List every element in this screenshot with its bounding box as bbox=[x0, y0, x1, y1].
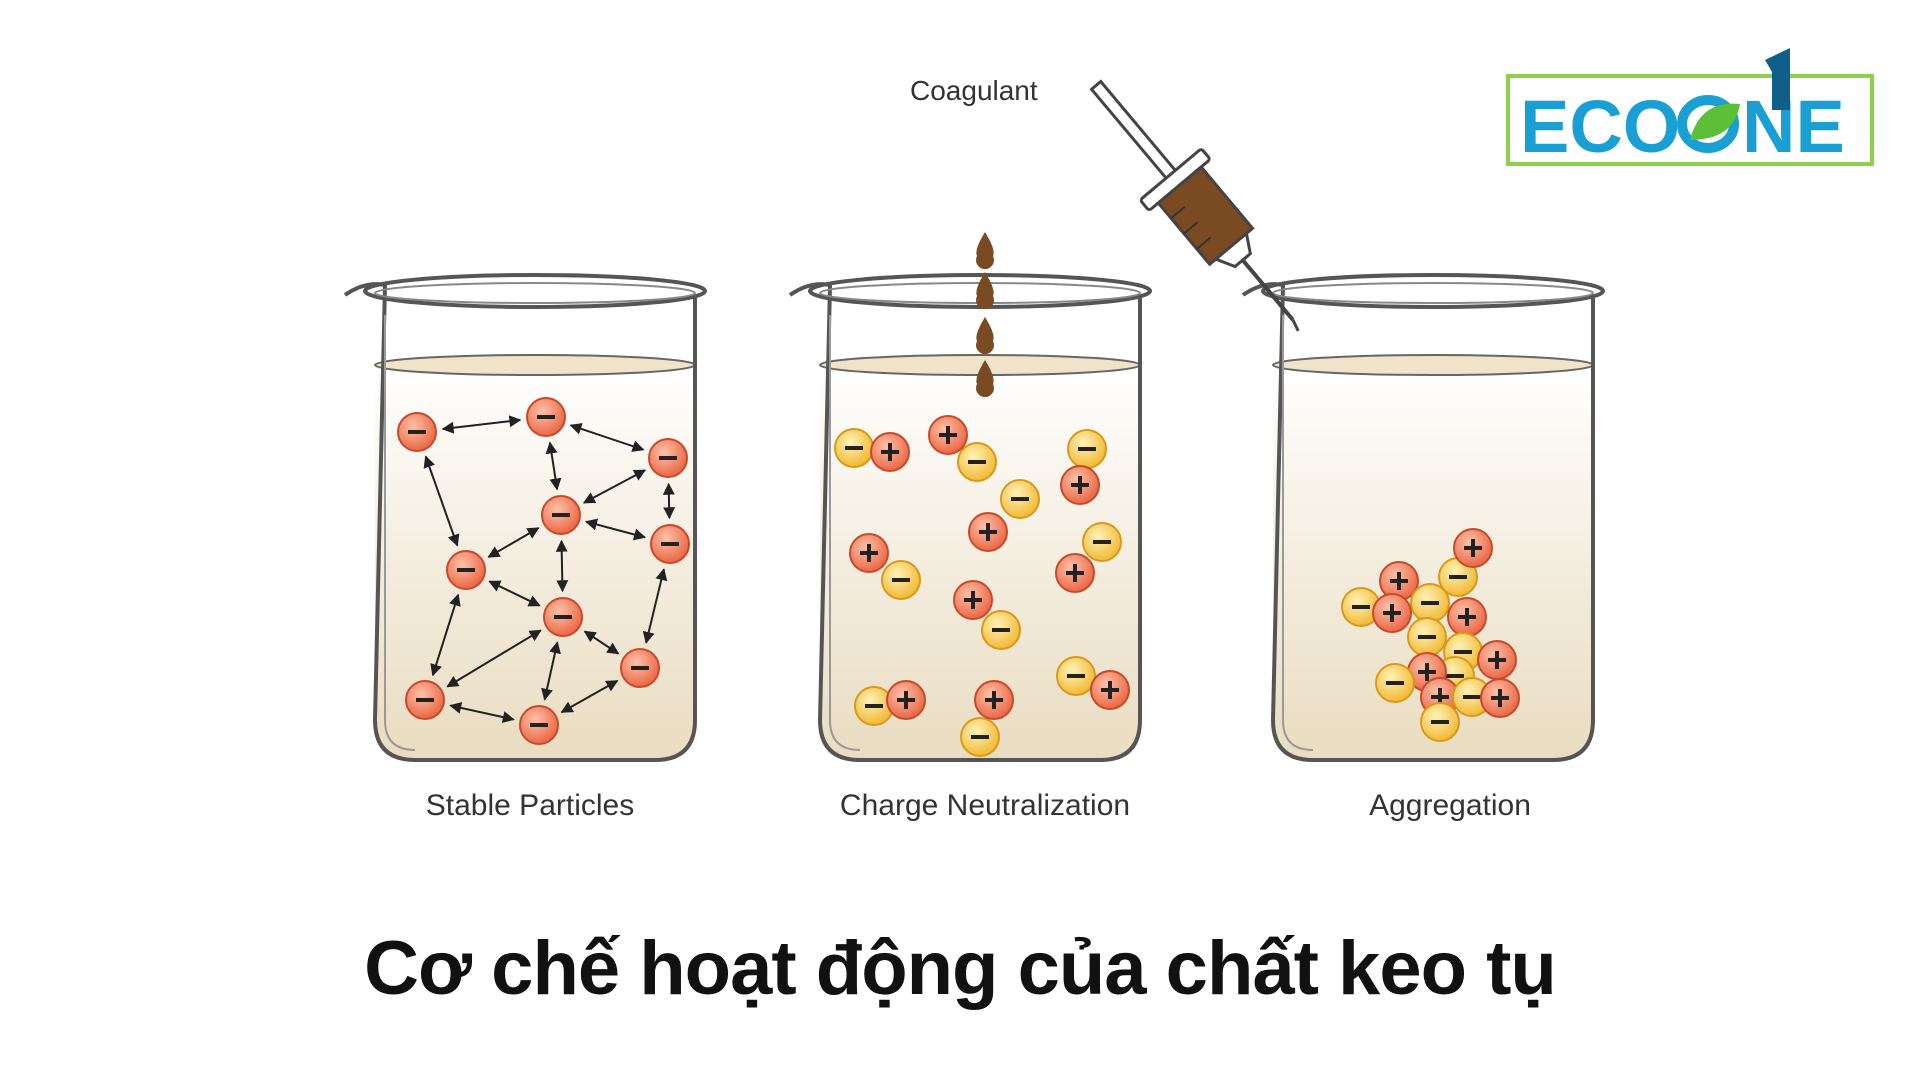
liquid-surface bbox=[374, 354, 696, 376]
coagulant-drops bbox=[976, 232, 994, 398]
logo-digit-one bbox=[1765, 48, 1790, 110]
particle-repulsion-arrows bbox=[423, 415, 676, 723]
positive-particle bbox=[928, 415, 968, 455]
repulsion-arrow bbox=[555, 539, 569, 593]
beaker-rim-inner bbox=[1272, 282, 1594, 304]
caption-aggregation: Aggregation bbox=[1369, 789, 1531, 822]
negative-particle bbox=[648, 438, 688, 478]
beaker-glass bbox=[343, 282, 697, 762]
coagulant-drop bbox=[976, 317, 994, 355]
negative-particle bbox=[1407, 617, 1447, 657]
positive-particle bbox=[974, 680, 1014, 720]
negative-particle bbox=[620, 648, 660, 688]
liquid-surface bbox=[1272, 354, 1594, 376]
beaker-rim-inner bbox=[374, 282, 696, 304]
positive-particle bbox=[870, 432, 910, 472]
negative-particle bbox=[1420, 702, 1460, 742]
repulsion-arrow bbox=[449, 702, 515, 723]
negative-particle bbox=[834, 428, 874, 468]
leaf-icon bbox=[1690, 103, 1740, 140]
positive-particle bbox=[1447, 597, 1487, 637]
negative-particle bbox=[526, 397, 566, 437]
repulsion-arrow bbox=[545, 441, 562, 491]
repulsion-arrow bbox=[446, 629, 542, 688]
repulsion-arrow bbox=[541, 641, 561, 701]
repulsion-arrow bbox=[441, 415, 522, 434]
negative-particle bbox=[519, 705, 559, 745]
ecoone-logo: ECO NE bbox=[1506, 48, 1874, 168]
repulsion-arrow bbox=[560, 679, 619, 714]
repulsion-arrow bbox=[488, 580, 541, 607]
coagulant-drop bbox=[976, 360, 994, 398]
negative-particle bbox=[957, 442, 997, 482]
repulsion-arrow bbox=[430, 593, 461, 677]
positive-particle bbox=[849, 533, 889, 573]
coagulant-label: Coagulant bbox=[910, 75, 1038, 106]
beaker-glass bbox=[788, 282, 1142, 762]
negative-particle bbox=[960, 717, 1000, 757]
coagulant-drop bbox=[976, 232, 994, 270]
positive-particle bbox=[1090, 670, 1130, 710]
negative-particle bbox=[1410, 583, 1450, 623]
coagulant-drop bbox=[976, 272, 994, 310]
beaker-stable-particles bbox=[343, 273, 707, 762]
repulsion-arrow bbox=[642, 568, 668, 644]
negative-particle bbox=[981, 610, 1021, 650]
negative-particle bbox=[397, 412, 437, 452]
syringe-icon bbox=[1089, 79, 1300, 332]
negative-particle bbox=[446, 550, 486, 590]
logo-text-eco: ECO bbox=[1520, 85, 1680, 168]
positive-particle bbox=[968, 512, 1008, 552]
caption-charge-neutralization: Charge Neutralization bbox=[840, 789, 1130, 822]
beaker-rim bbox=[1261, 273, 1605, 309]
negative-particle bbox=[543, 597, 583, 637]
beaker-inner-glass bbox=[384, 315, 416, 751]
negative-particle bbox=[541, 495, 581, 535]
beaker-rim bbox=[363, 273, 707, 309]
positive-particle bbox=[1055, 553, 1095, 593]
negative-particle bbox=[1438, 557, 1478, 597]
logo-ring bbox=[1677, 95, 1739, 153]
repulsion-arrow bbox=[662, 482, 676, 520]
negative-particle bbox=[650, 524, 690, 564]
positive-particle bbox=[1060, 465, 1100, 505]
repulsion-arrow bbox=[582, 469, 647, 504]
repulsion-arrow bbox=[423, 455, 460, 547]
negative-particle bbox=[1000, 479, 1040, 519]
negative-particle bbox=[1067, 429, 1107, 469]
beaker-glass bbox=[1241, 282, 1595, 762]
negative-particle bbox=[1056, 656, 1096, 696]
repulsion-arrow bbox=[569, 423, 645, 452]
beaker-inner-glass bbox=[1282, 315, 1314, 751]
negative-particle bbox=[1375, 663, 1415, 703]
positive-particle bbox=[953, 580, 993, 620]
negative-particle bbox=[405, 680, 445, 720]
page-title: Cơ chế hoạt động của chất keo tụ bbox=[364, 926, 1557, 1011]
positive-particle bbox=[886, 680, 926, 720]
logo-text-ne: NE bbox=[1742, 85, 1845, 168]
positive-particle bbox=[1372, 593, 1412, 633]
repulsion-arrow bbox=[583, 630, 620, 655]
positive-particle bbox=[1480, 678, 1520, 718]
repulsion-arrow bbox=[584, 518, 647, 541]
repulsion-arrow bbox=[487, 527, 540, 558]
caption-stable-particles: Stable Particles bbox=[426, 789, 634, 822]
positive-particle bbox=[1477, 640, 1517, 680]
beaker-inner-glass bbox=[829, 315, 861, 751]
negative-particle bbox=[881, 560, 921, 600]
particles bbox=[397, 397, 1520, 757]
positive-particle bbox=[1453, 528, 1493, 568]
negative-particle bbox=[1082, 522, 1122, 562]
